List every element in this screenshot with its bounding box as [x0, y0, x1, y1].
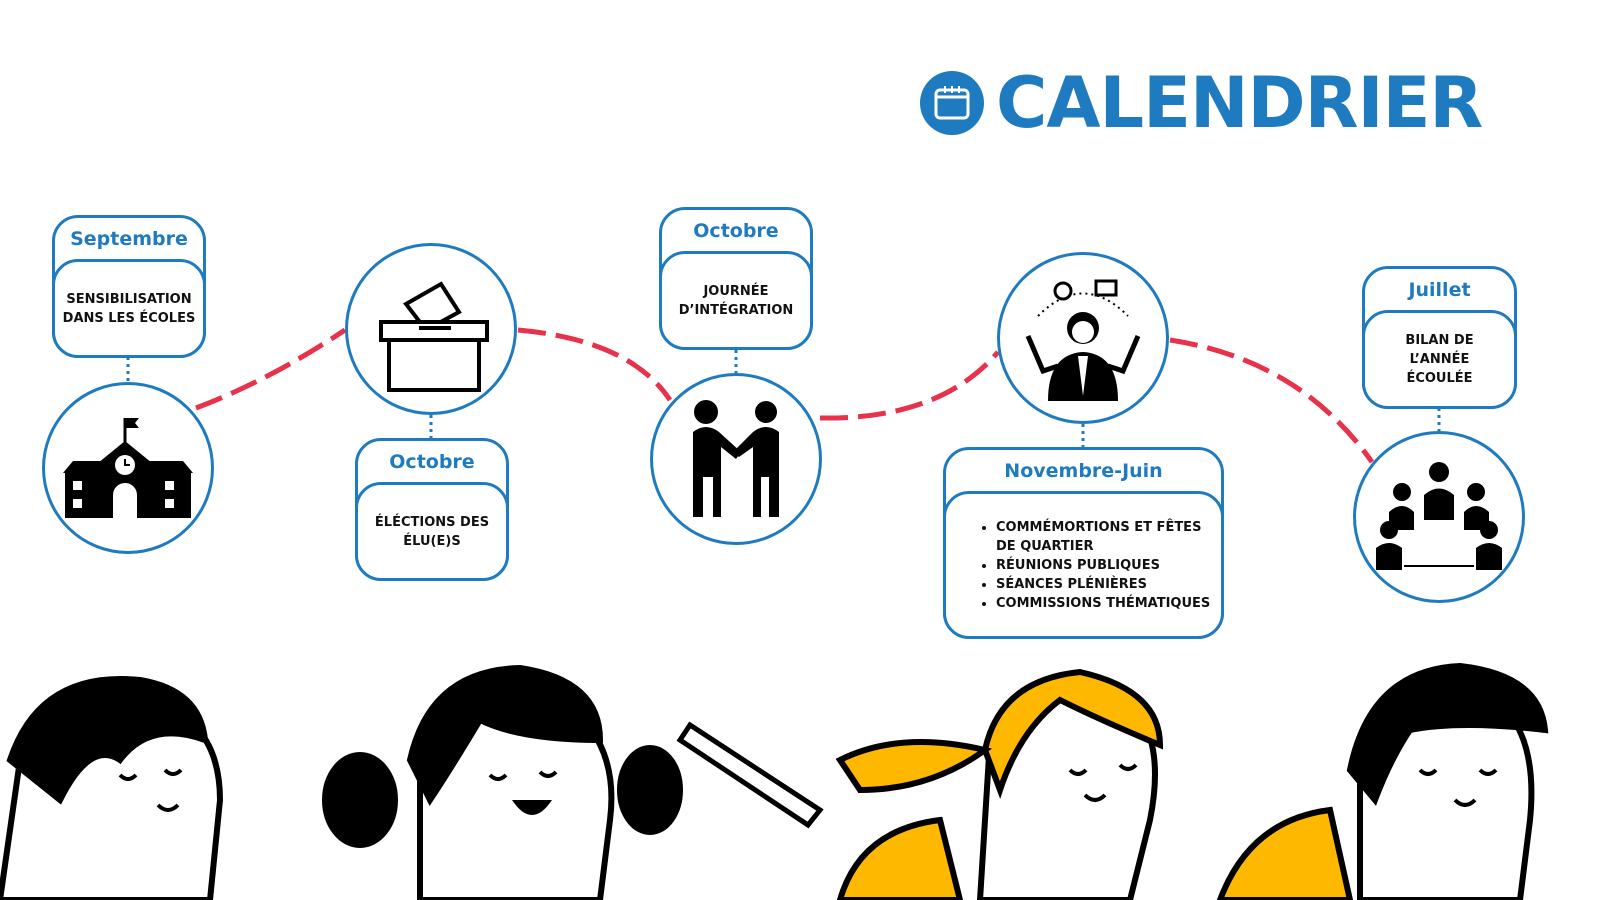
- event-month: Juillet: [1408, 279, 1471, 301]
- timeline-segment: [819, 350, 1000, 421]
- event-card-juillet: Juillet BILAN DE L’ANNÉE ÉCOULÉE: [1362, 266, 1517, 409]
- event-card-septembre: Septembre SENSIBILISATION DANS LES ÉCOLE…: [52, 215, 206, 358]
- list-item: COMMÉMORTIONS ET FÊTES DE QUARTIER: [996, 518, 1221, 556]
- event-month: Novembre-Juin: [1004, 460, 1163, 482]
- event-text: SENSIBILISATION DANS LES ÉCOLES: [52, 259, 206, 358]
- event-text: JOURNÉE D’INTÉGRATION: [659, 251, 813, 350]
- list-item: COMMISSIONS THÉMATIQUES: [996, 594, 1221, 613]
- kids-illustration: [0, 662, 1549, 900]
- multitasking-person-icon: [997, 252, 1169, 424]
- event-month: Octobre: [693, 220, 779, 242]
- event-card-octobre-elections: Octobre ÉLÉCTIONS DES ÉLU(E)S: [355, 438, 509, 581]
- handshake-icon: [650, 373, 822, 545]
- event-month: Septembre: [70, 228, 188, 250]
- event-list: COMMÉMORTIONS ET FÊTES DE QUARTIER RÉUNI…: [946, 518, 1221, 613]
- event-text: BILAN DE L’ANNÉE ÉCOULÉE: [1362, 310, 1517, 409]
- list-item: RÉUNIONS PUBLIQUES: [996, 556, 1221, 575]
- list-item: SÉANCES PLÉNIÈRES: [996, 575, 1221, 594]
- calendar-icon: [920, 71, 984, 135]
- event-card-octobre-integration: Octobre JOURNÉE D’INTÉGRATION: [659, 207, 813, 350]
- school-icon: [42, 382, 214, 554]
- event-card-novembre-juin: Novembre-Juin COMMÉMORTIONS ET FÊTES DE …: [943, 447, 1224, 639]
- meeting-table-icon: [1353, 431, 1525, 603]
- timeline-segment: [195, 327, 347, 411]
- ballot-box-icon: [345, 243, 517, 415]
- timeline-segment: [517, 327, 673, 402]
- event-text: ÉLÉCTIONS DES ÉLU(E)S: [355, 482, 509, 581]
- timeline-segment: [1169, 337, 1375, 464]
- page-title: CALENDRIER: [920, 62, 1483, 144]
- event-month: Octobre: [389, 451, 475, 473]
